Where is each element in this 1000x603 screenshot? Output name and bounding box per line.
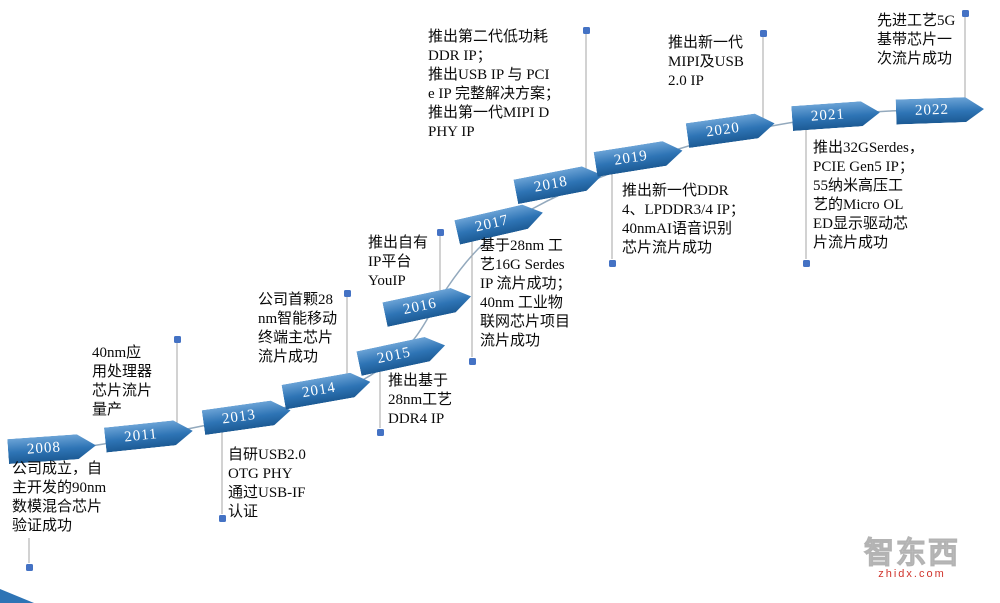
milestone-dot-2008 bbox=[26, 564, 33, 571]
watermark-subtext: zhidx.com bbox=[878, 568, 946, 580]
milestone-note-2016: 推出自有 IP平台 YouIP bbox=[368, 235, 429, 289]
milestone-note-2018: 推出第二代低功耗 DDR IP； 推出USB IP 与 PCI e IP 完整解… bbox=[428, 29, 560, 140]
milestone-note-2022: 先进工艺5G 基带芯片一 次流片成功 bbox=[877, 13, 956, 67]
watermark: 智东西 zhidx.com bbox=[864, 528, 960, 581]
milestone-dot-2020 bbox=[760, 30, 767, 37]
milestone-dot-2021 bbox=[803, 260, 810, 267]
milestone-note-2019: 推出新一代DDR 4、LPDDR3/4 IP； 40nmAI语音识别 芯片流片成… bbox=[622, 183, 745, 256]
watermark-text: 智东西 bbox=[864, 537, 960, 571]
milestone-note-2021: 推出32GSerdes， PCIE Gen5 IP； 55纳米高压工 艺的Mic… bbox=[813, 140, 924, 251]
milestone-note-2011: 40nm应 用处理器 芯片流片 量产 bbox=[92, 345, 153, 418]
milestone-note-2014: 公司首颗28 nm智能移动 终端主芯片 流片成功 bbox=[258, 292, 338, 365]
milestone-dot-2018 bbox=[583, 27, 590, 34]
milestone-dot-2015 bbox=[377, 429, 384, 436]
milestone-note-2020: 推出新一代 MIPI及USB 2.0 IP bbox=[668, 35, 744, 89]
milestone-note-2015: 推出基于 28nm工艺 DDR4 IP bbox=[388, 373, 453, 427]
milestone-dot-2013 bbox=[219, 515, 226, 522]
milestone-dot-2011 bbox=[174, 336, 181, 343]
milestone-dot-2014 bbox=[344, 290, 351, 297]
milestone-note-2013: 自研USB2.0 OTG PHY 通过USB-IF 认证 bbox=[228, 447, 306, 520]
milestone-note-2017: 基于28nm 工 艺16G Serdes IP 流片成功； 40nm 工业物 联… bbox=[480, 238, 572, 349]
milestone-dot-2017 bbox=[469, 358, 476, 365]
milestone-dot-2022 bbox=[962, 10, 969, 17]
milestone-dot-2016 bbox=[437, 229, 444, 236]
milestone-note-2008: 公司成立，自 主开发的90nm 数模混合芯片 验证成功 bbox=[12, 461, 107, 534]
milestone-dot-2019 bbox=[609, 260, 616, 267]
